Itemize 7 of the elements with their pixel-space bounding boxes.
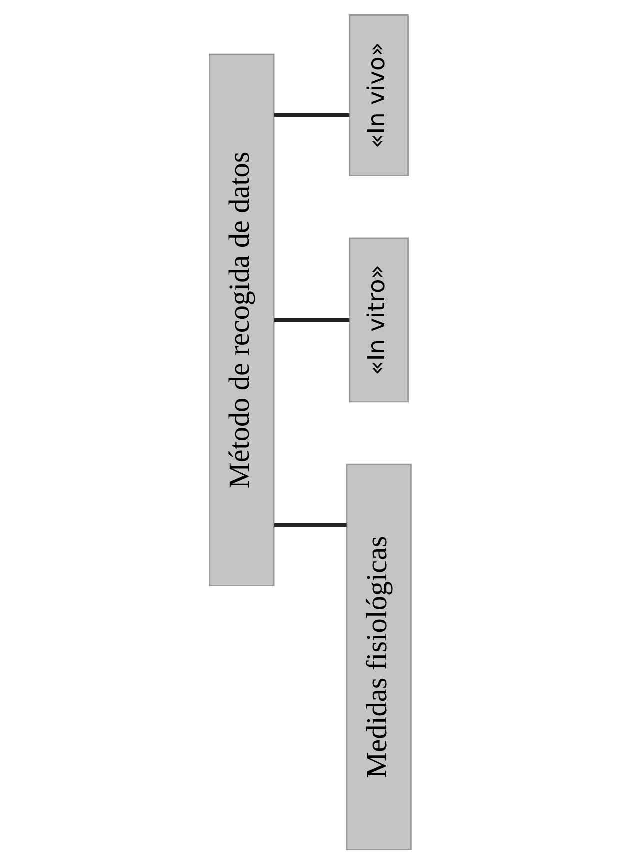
connector [274, 523, 347, 527]
connector [274, 113, 350, 118]
node-box: «In vivo» [349, 14, 409, 176]
node-box: «In vitro» [349, 238, 409, 403]
node-box: Método de recogida de datos [209, 54, 275, 586]
connector [274, 318, 350, 322]
node-box: Medidas fisiológicas [346, 464, 412, 850]
